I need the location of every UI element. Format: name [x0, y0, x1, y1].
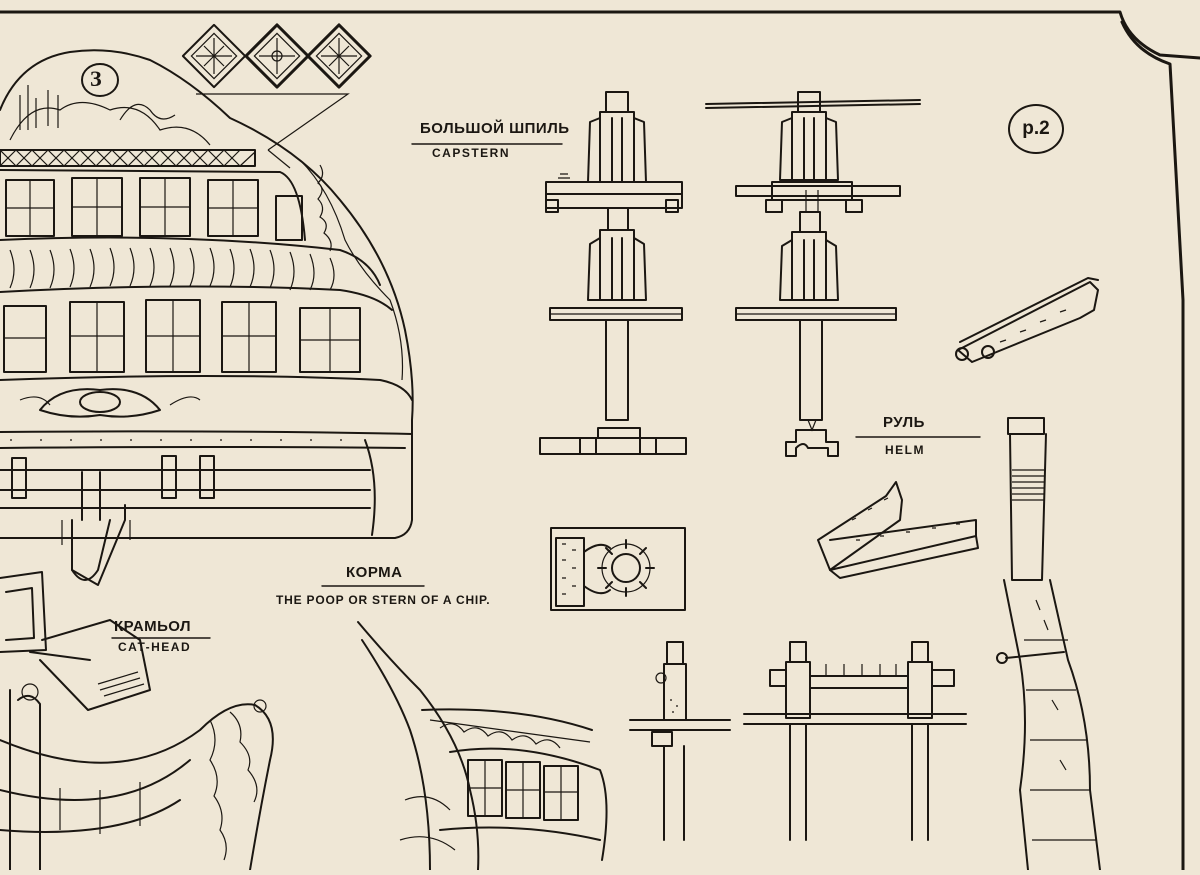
bitts-double	[743, 641, 967, 841]
cathead-label-ru: КРАМЬОЛ	[114, 618, 192, 635]
cathead-label-en: CAT-HEAD	[118, 640, 192, 654]
helm-parts	[817, 277, 1099, 579]
stern-label-en: THE POOP OR STERN OF A CHIP.	[276, 593, 491, 607]
capstan-base-detail	[550, 527, 686, 611]
ornament-diamonds	[181, 23, 372, 151]
helm-label-ru: РУЛЬ	[883, 414, 925, 431]
label-rules	[111, 143, 981, 639]
capstan-label-ru: БОЛЬШОЙ ШПИЛЬ	[420, 120, 570, 137]
helm-label-en: HELM	[885, 443, 925, 457]
mast-tall-drawing	[996, 417, 1101, 871]
stern-side-drawing	[357, 621, 608, 871]
stern-label-ru: КОРМА	[346, 564, 403, 581]
bitts-single	[629, 641, 731, 841]
cat-head-drawing	[0, 571, 151, 711]
capstan-front-view	[539, 91, 687, 455]
ship-stern-view	[0, 49, 414, 586]
capstan-side-view	[705, 91, 921, 457]
page-number-badge: p.2	[1008, 104, 1064, 154]
stern-crest-letter: З	[90, 66, 103, 91]
sheet-frame	[0, 10, 1200, 872]
capstan-label-en: CAPSTERN	[432, 146, 511, 160]
bow-head-drawing	[0, 683, 274, 871]
